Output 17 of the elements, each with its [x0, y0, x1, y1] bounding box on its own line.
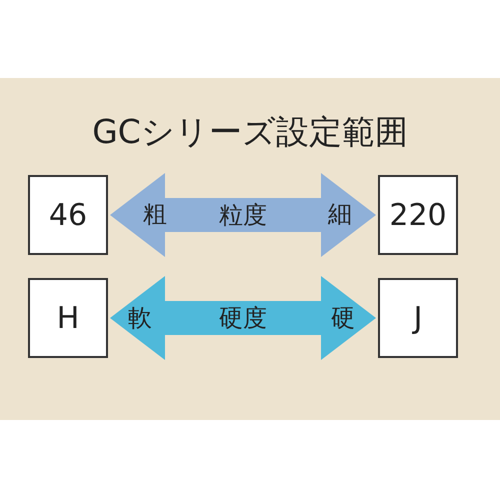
- scale-end-label: 粗: [143, 199, 167, 230]
- value-box: [378, 175, 458, 255]
- box-value: J: [414, 300, 422, 336]
- value-box: [28, 278, 108, 358]
- value-box: [28, 175, 108, 255]
- edge-label: 粒度: [219, 200, 267, 231]
- edge-label: 硬度: [219, 303, 267, 334]
- box-value: H: [56, 300, 80, 336]
- title: GCシリーズ設定範囲: [91, 111, 409, 153]
- scale-end-label: 硬: [331, 303, 355, 334]
- scale-end-label: 細: [328, 199, 352, 230]
- scale-end-label: 軟: [128, 303, 152, 334]
- value-box: [378, 278, 458, 358]
- double-arrow: [110, 276, 376, 360]
- box-value: 220: [389, 198, 447, 232]
- double-arrow: [110, 173, 376, 257]
- box-value: 46: [48, 198, 88, 232]
